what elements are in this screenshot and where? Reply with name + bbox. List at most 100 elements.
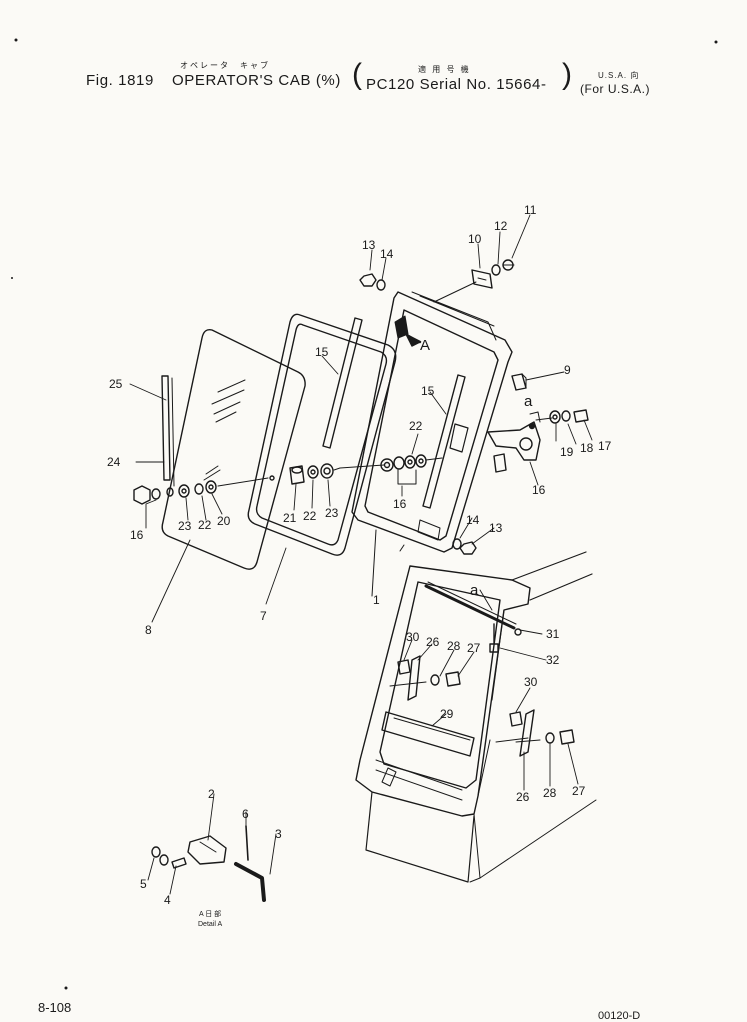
callout-18: 18 (580, 441, 594, 455)
leader-lines (129, 214, 593, 895)
part-13-nut-top (359, 273, 377, 287)
callout-29: 29 (440, 707, 454, 721)
page-number: 8-108 (38, 1000, 72, 1015)
callout-26-left: 26 (426, 635, 440, 649)
title-block: Fig. 1819 オペレータ キャブ OPERATOR'S CAB (%) (… (0, 0, 747, 110)
part-6-pin (245, 825, 249, 861)
callout-32: 32 (546, 653, 560, 667)
callout-16-left: 16 (130, 528, 144, 542)
callout-14-lower: 14 (466, 513, 480, 527)
detail-a-jp-label: A 日 部 (199, 909, 221, 918)
part-30-block-right (509, 711, 523, 727)
leader-latch-bolt (535, 417, 553, 421)
part-27-bolt-left (445, 671, 461, 687)
part-14-washer-lower (452, 538, 462, 550)
leader-middle-hardware (333, 467, 341, 471)
part-16-handle-hardware (339, 454, 443, 485)
part-20-spacer (205, 480, 217, 494)
part-10-hinge-bracket (433, 269, 493, 303)
callout-23-middle: 23 (325, 506, 339, 520)
part-9-stopper-block (511, 373, 527, 391)
callout-27-right: 27 (572, 784, 586, 798)
part-29-channel (381, 711, 475, 757)
part-25-weatherstrip (161, 375, 171, 481)
callout-4: 4 (164, 893, 171, 907)
part-16-knob-left (133, 485, 174, 505)
callout-16-center: 16 (393, 497, 407, 511)
callout-20: 20 (217, 514, 231, 528)
point-a-label-lower: a (470, 582, 479, 599)
part-26-latch-right (515, 709, 541, 757)
part-22-washer-left (194, 483, 204, 495)
part-32-bolt (489, 623, 499, 653)
callout-26-right: 26 (516, 790, 530, 804)
callout-13-lower: 13 (489, 521, 503, 535)
part-12-washer (491, 264, 501, 276)
callout-28-left: 28 (447, 639, 461, 653)
callout-7: 7 (260, 609, 267, 623)
callout-1: 1 (373, 593, 380, 607)
cab-body (355, 551, 597, 883)
part-15-seal-strip-left (322, 317, 363, 449)
callout-15-right: 15 (421, 384, 435, 398)
callout-14-top: 14 (380, 247, 394, 261)
part-5-washer (151, 846, 169, 866)
callout-6: 6 (242, 807, 249, 821)
callout-15-left: 15 (315, 345, 329, 359)
point-a-label-upper: a (524, 393, 533, 410)
part-22-washer-middle (307, 465, 319, 479)
part-14-washer-top (376, 279, 386, 291)
callout-17: 17 (598, 439, 612, 453)
view-a-arrow (405, 333, 422, 347)
callout-22-left: 22 (198, 518, 212, 532)
callout-19: 19 (560, 445, 574, 459)
callout-11: 11 (524, 203, 537, 217)
callout-30-right: 30 (524, 675, 538, 689)
part-28-washer-right (545, 732, 555, 744)
part-21-spacer (289, 465, 305, 485)
callout-30-left: 30 (406, 630, 420, 644)
callout-24: 24 (107, 455, 121, 469)
part-27-bolt-right (559, 729, 575, 745)
callout-8: 8 (145, 623, 152, 637)
part-23-bushing-left (178, 484, 190, 498)
callout-31: 31 (546, 627, 560, 641)
part-19-washer (549, 410, 561, 424)
leader-glass-hardware (217, 477, 269, 487)
paren-open: ( (352, 58, 362, 91)
part-26-latch-left (389, 655, 427, 701)
figure-title: OPERATOR'S CAB (%) (172, 72, 341, 89)
part-24-rod (171, 377, 175, 487)
callout-23-left: 23 (178, 519, 192, 533)
callout-21: 21 (283, 511, 297, 525)
figure-number: Fig. 1819 (86, 72, 154, 89)
callout-25: 25 (109, 377, 123, 391)
applicable-serial: PC120 Serial No. 15664- (366, 76, 547, 93)
callout-16-right: 16 (532, 483, 546, 497)
part-1-door-frame (351, 291, 513, 597)
part-23-bushing-middle (320, 463, 334, 479)
region-kana: U.S.A. 向 (598, 71, 640, 80)
part-11-bolt (502, 259, 515, 271)
title-kana: オペレータ キャブ (180, 61, 270, 70)
part-8-glass (161, 328, 306, 570)
part-2-bracket (187, 835, 227, 865)
part-30-block-left (397, 659, 411, 675)
part-15-seal-strip-right (422, 374, 466, 509)
callout-labels: 1 2 3 4 5 6 7 8 9 10 11 12 13 14 15 15 1… (107, 203, 612, 928)
view-a-label: A (420, 337, 430, 354)
print-specks (11, 38, 718, 990)
callout-10: 10 (468, 232, 482, 246)
detail-a-label: Detail A (198, 921, 222, 928)
part-28-washer-left (430, 674, 440, 686)
part-16-latch-assembly (487, 411, 541, 473)
part-18-washer (561, 410, 571, 422)
part-31-rail (424, 581, 522, 636)
callout-2: 2 (208, 787, 215, 801)
glass-hole (269, 475, 275, 481)
paren-close: ) (562, 58, 572, 91)
part-17-bolt (573, 409, 589, 423)
callout-27-left: 27 (467, 641, 481, 655)
region-label: (For U.S.A.) (580, 82, 651, 96)
